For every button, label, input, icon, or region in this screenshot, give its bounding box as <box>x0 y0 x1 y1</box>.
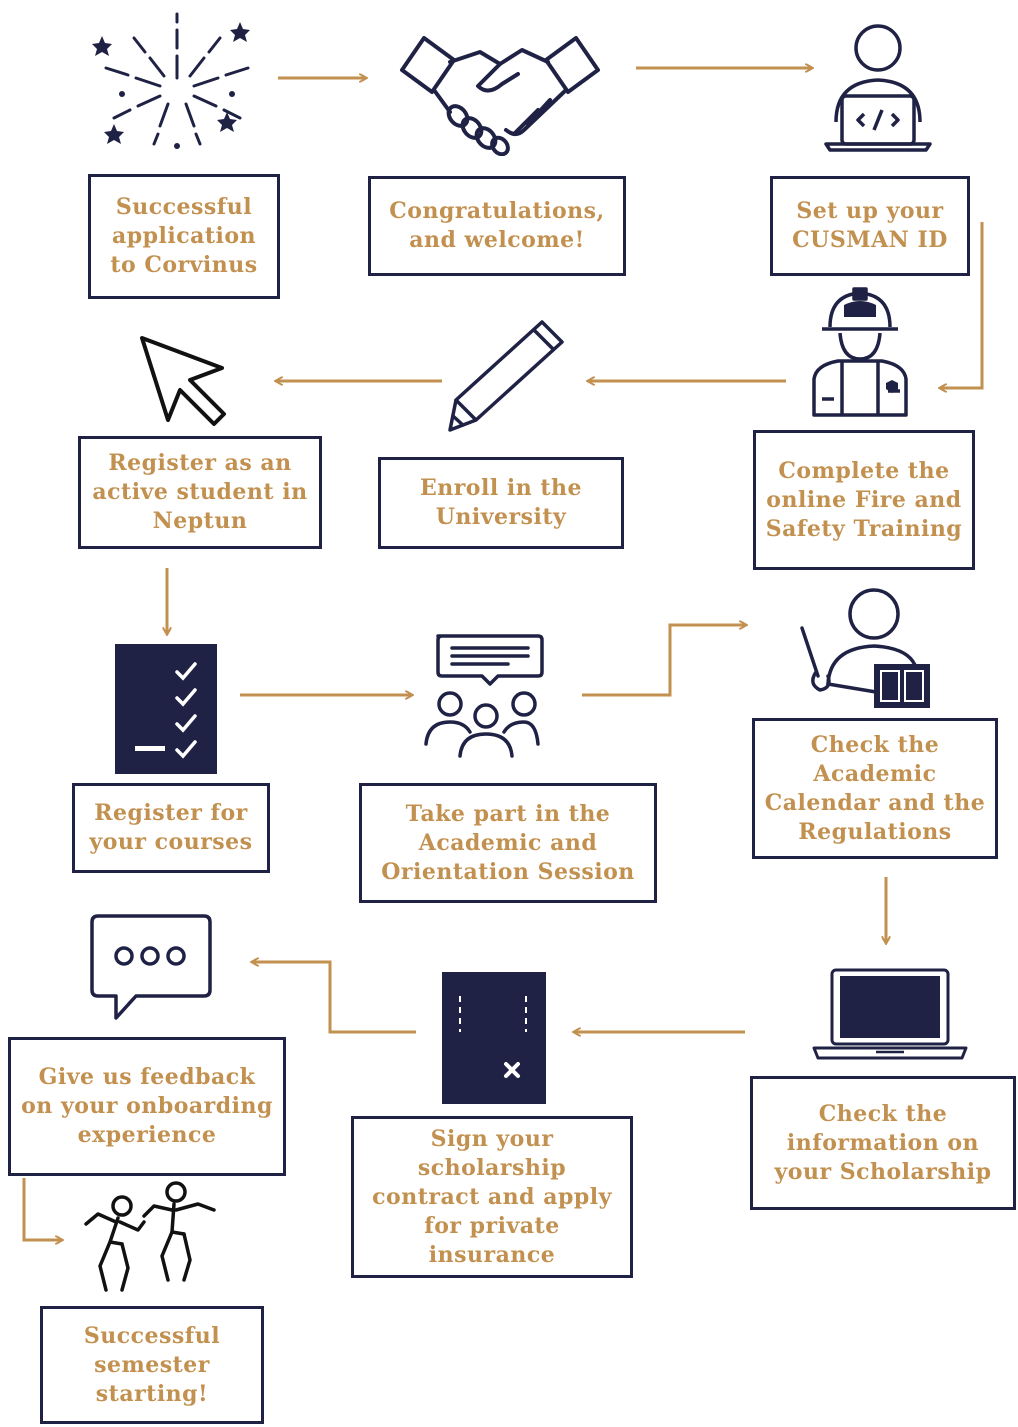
arrow-11-12 <box>252 962 416 1034</box>
step-label: Give us feedback on your onboarding expe… <box>21 1064 273 1148</box>
step-scholarship-contract: Sign your scholarship contract and apply… <box>351 1116 633 1278</box>
arrow-12-13 <box>22 1178 62 1240</box>
step-label: Check the information on your Scholarshi… <box>774 1100 992 1185</box>
step-enroll-university: Enroll in the University <box>378 457 624 549</box>
dancing-people-icon <box>84 1181 216 1292</box>
cursor-icon <box>140 336 226 426</box>
step-congratulations: Congratulations, and welcome! <box>368 176 626 276</box>
step-academic-calendar: Check the Academic Calendar and the Regu… <box>752 718 998 859</box>
arrow-3-4 <box>940 222 984 388</box>
step-label: Congratulations, and welcome! <box>389 198 605 253</box>
step-successful-application: Successful application to Corvinus <box>88 174 280 299</box>
step-fire-safety-training: Complete the online Fire and Safety Trai… <box>753 430 975 570</box>
step-cusman-id: Set up your CUSMAN ID <box>770 176 970 276</box>
step-label: Take part in the Academic and Orientatio… <box>381 800 635 885</box>
chat-bubble-icon <box>90 914 212 1020</box>
pencil-icon <box>448 320 564 432</box>
checklist-icon <box>115 644 217 774</box>
group-meeting-icon <box>424 634 544 758</box>
step-label: Check the Academic Calendar and the Regu… <box>764 731 986 845</box>
fireworks-icon <box>92 12 250 149</box>
safety-worker-icon <box>812 287 908 417</box>
step-semester-start: Successful semester starting! <box>40 1306 264 1424</box>
step-label: Successful application to Corvinus <box>110 194 258 278</box>
step-label: Successful semester starting! <box>83 1322 221 1407</box>
handshake-icon <box>400 36 600 156</box>
step-scholarship-info: Check the information on your Scholarshi… <box>750 1076 1016 1210</box>
laptop-icon <box>812 968 968 1060</box>
step-register-courses: Register for your courses <box>72 783 270 873</box>
step-label: Register as an active student in Neptun <box>92 450 308 534</box>
developer-laptop-icon <box>824 24 932 152</box>
teacher-board-icon <box>800 588 930 708</box>
step-feedback: Give us feedback on your onboarding expe… <box>8 1037 286 1176</box>
step-register-neptun: Register as an active student in Neptun <box>78 436 322 549</box>
contract-document-icon <box>442 972 546 1104</box>
step-label: Set up your CUSMAN ID <box>792 198 948 253</box>
arrow-8-9 <box>582 625 746 697</box>
step-label: Sign your scholarship contract and apply… <box>372 1125 612 1268</box>
step-label: Enroll in the University <box>419 475 583 530</box>
step-label: Complete the online Fire and Safety Trai… <box>765 457 963 542</box>
step-label: Register for your courses <box>89 800 253 855</box>
step-orientation-session: Take part in the Academic and Orientatio… <box>359 783 657 903</box>
